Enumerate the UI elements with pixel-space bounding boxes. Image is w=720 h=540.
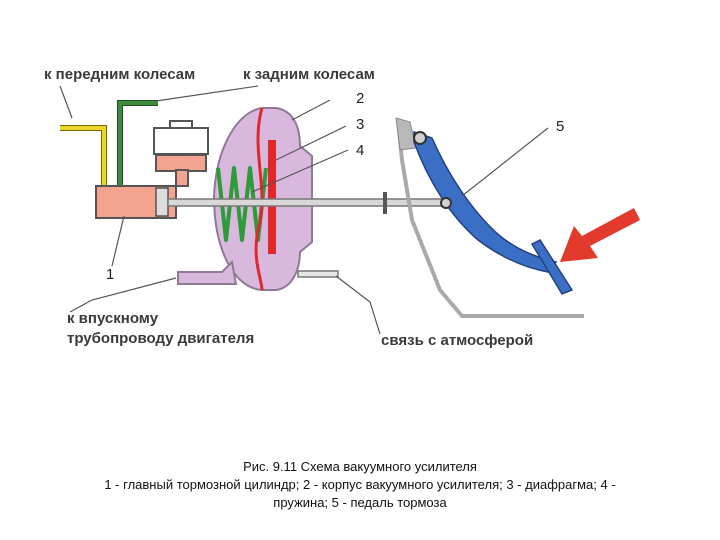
figure-caption: Рис. 9.11 Схема вакуумного усилителя 1 -… (30, 458, 690, 512)
atmosphere-pipe (297, 270, 339, 278)
label-rear-wheels: к задним колесам (243, 66, 375, 83)
number-3: 3 (356, 116, 365, 133)
diaphragm (254, 107, 276, 291)
pedal-bracket (395, 117, 584, 318)
caption-legend-line2: пружина; 5 - педаль тормоза (273, 495, 447, 510)
label-intake-line1: к впускному (67, 310, 159, 327)
number-5: 5 (556, 118, 565, 135)
cylinder-piston (155, 187, 169, 217)
number-2: 2 (356, 90, 365, 107)
brake-pedal (413, 130, 574, 295)
intake-pipe (177, 259, 238, 285)
label-front-wheels: к передним колесам (44, 66, 196, 83)
label-atmosphere: связь с атмосферой (381, 332, 534, 349)
caption-title: Рис. 9.11 Схема вакуумного усилителя (243, 459, 477, 474)
number-1: 1 (106, 266, 115, 283)
push-rod (167, 198, 449, 207)
rear-wheels-brake-line (117, 100, 158, 188)
force-arrow (560, 208, 640, 262)
brake-fluid-reservoir (153, 120, 209, 187)
front-wheels-brake-line (60, 125, 107, 188)
caption-legend-line1: 1 - главный тормозной цилиндр; 2 - корпу… (104, 477, 616, 492)
number-4: 4 (356, 142, 365, 159)
rod-seal (383, 192, 387, 214)
leader-lines (59, 85, 549, 335)
label-intake-line2: трубопроводу двигателя (67, 330, 255, 347)
